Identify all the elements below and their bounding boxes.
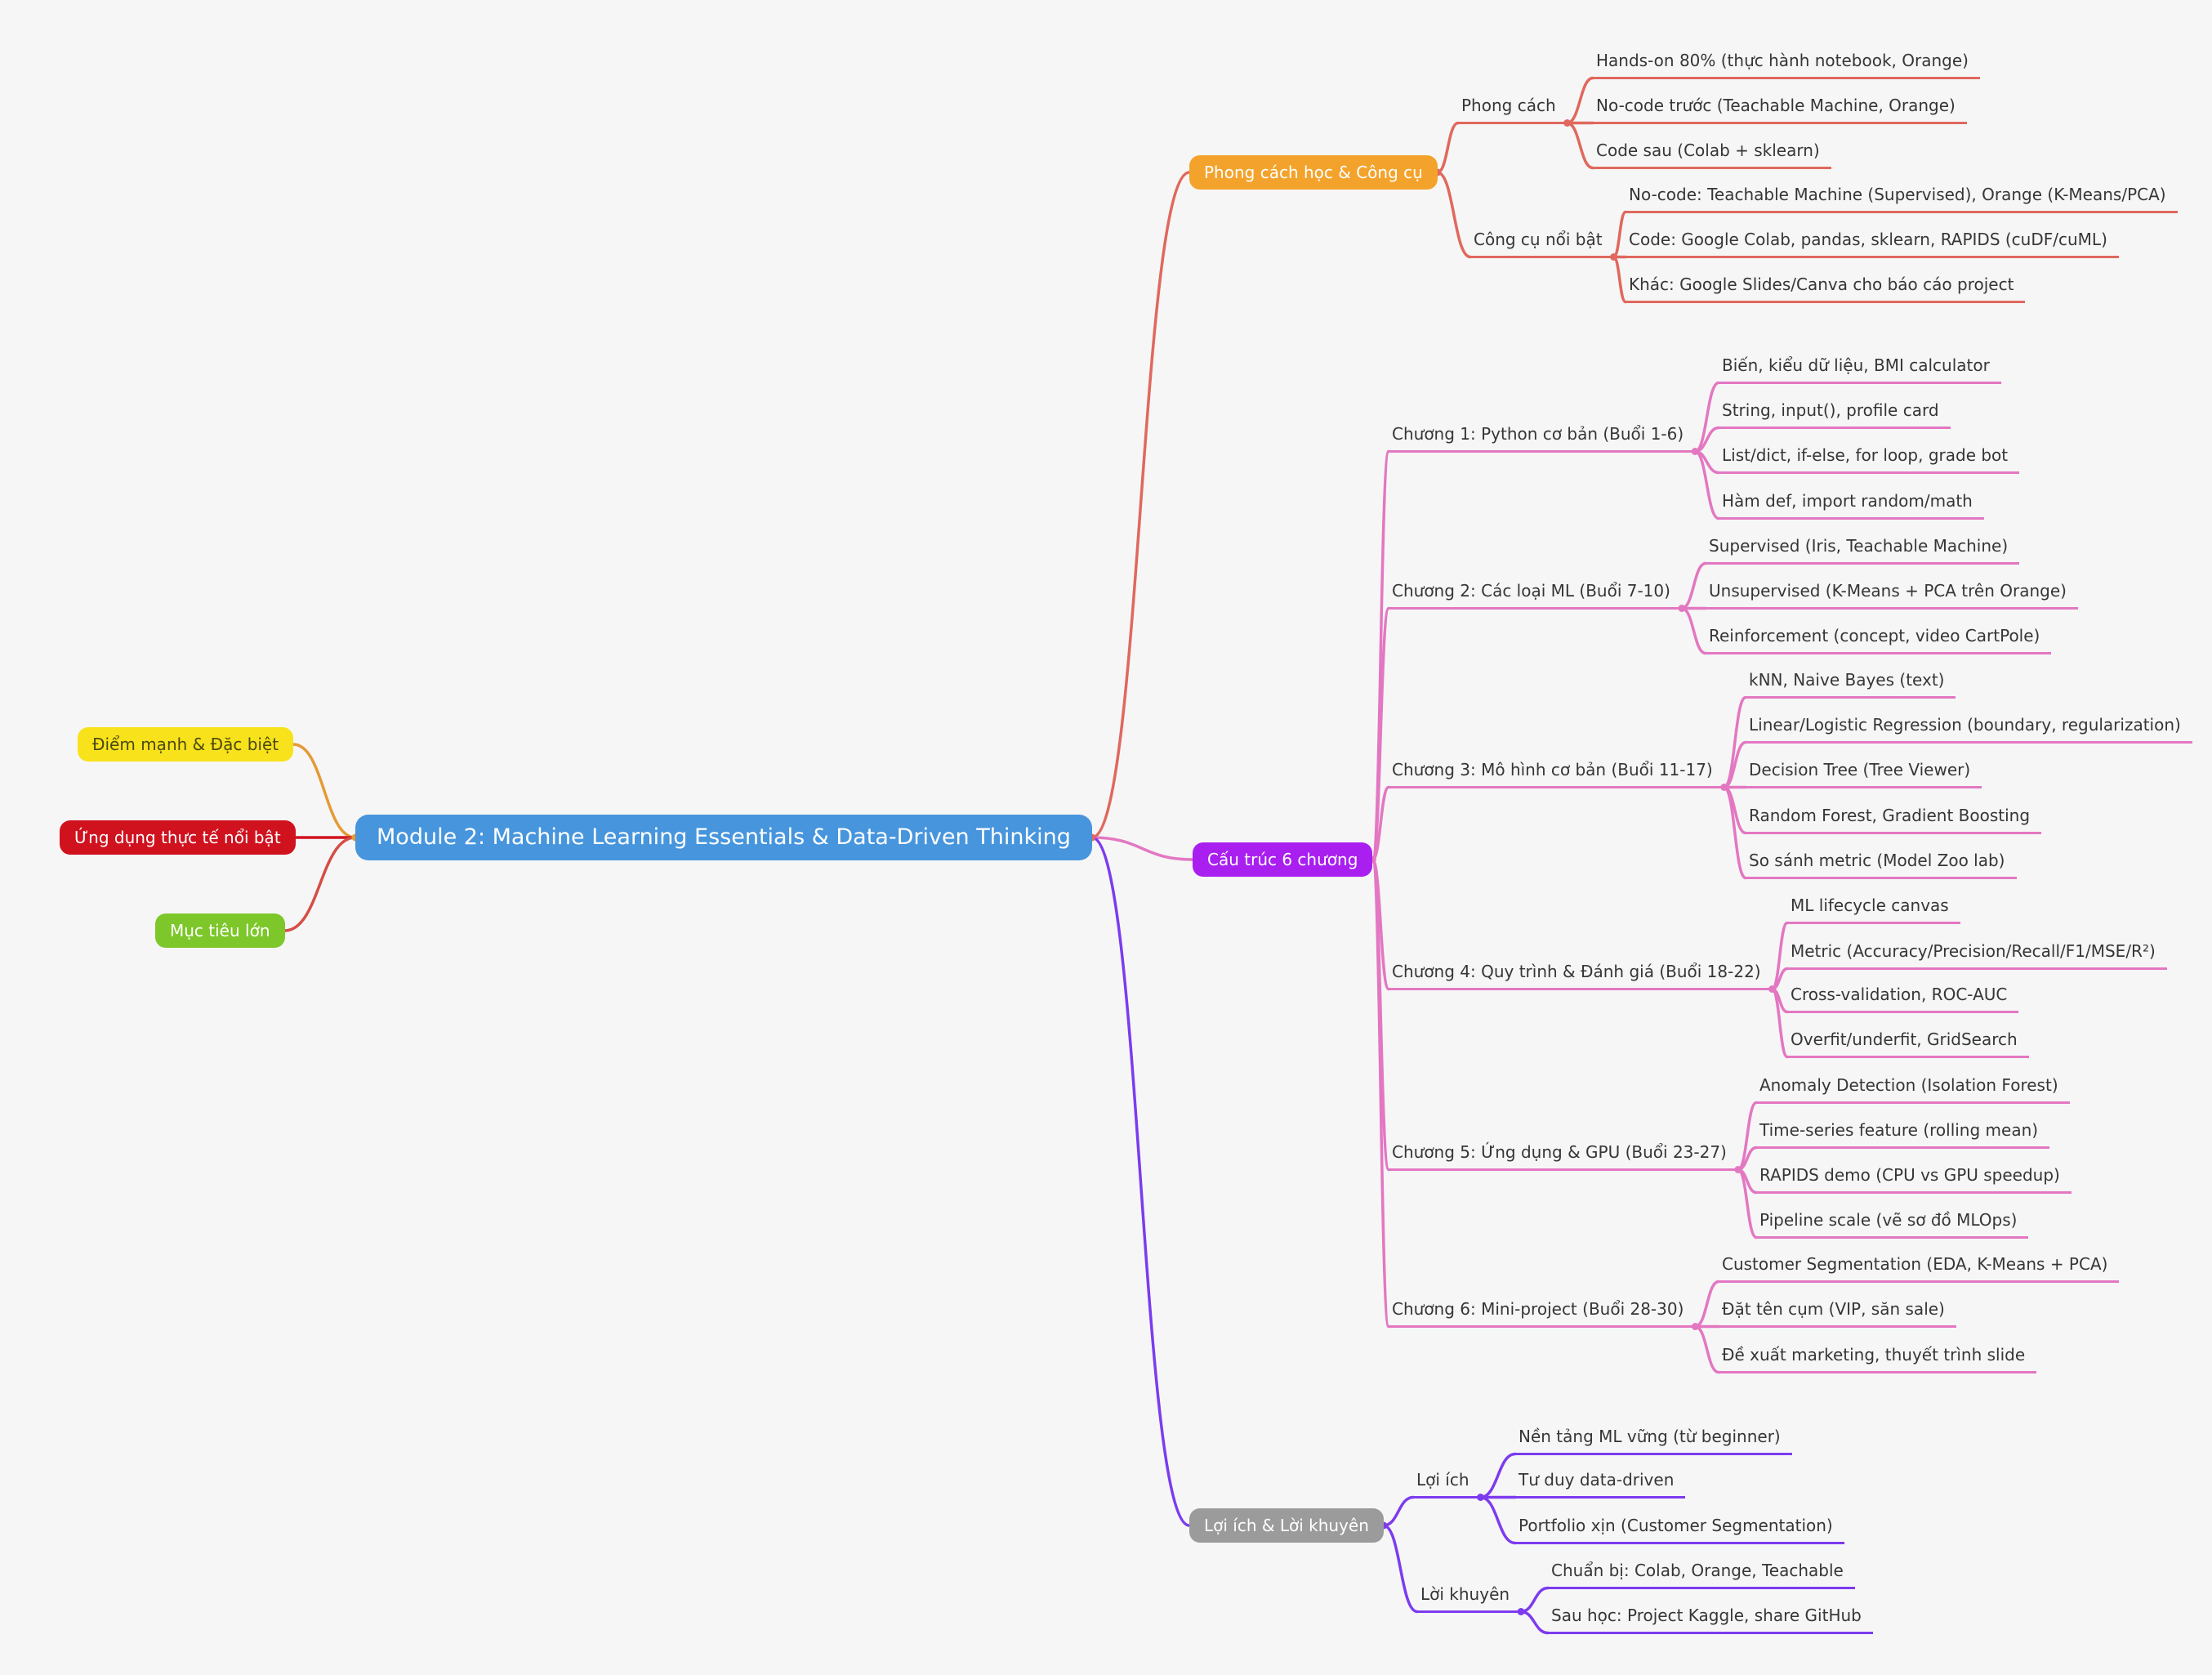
leaf-node[interactable]: Cross-validation, ROC-AUC — [1787, 984, 2019, 1013]
leaf-node[interactable]: Overfit/underfit, GridSearch — [1787, 1029, 2029, 1058]
node-chuong-3[interactable]: Chương 3: Mô hình cơ bản (Buổi 11-17) — [1389, 759, 1724, 788]
node-phong-cach[interactable]: Phong cách — [1458, 95, 1568, 124]
leaf-node[interactable]: RAPIDS demo (CPU vs GPU speedup) — [1756, 1164, 2072, 1194]
leaf-node[interactable]: Biến, kiểu dữ liệu, BMI calculator — [1719, 355, 2001, 384]
leaf-node[interactable]: Unsupervised (K-Means + PCA trên Orange) — [1706, 580, 2078, 610]
node-chuong-4[interactable]: Chương 4: Quy trình & Đánh giá (Buổi 18-… — [1389, 961, 1773, 990]
leaf-node[interactable]: Linear/Logistic Regression (boundary, re… — [1746, 714, 2192, 744]
leaf-node[interactable]: Nền tảng ML vững (từ beginner) — [1515, 1426, 1792, 1455]
leaf-node[interactable]: List/dict, if-else, for loop, grade bot — [1719, 444, 2020, 474]
leaf-node[interactable]: Hands-on 80% (thực hành notebook, Orange… — [1593, 50, 1980, 79]
leaf-node[interactable]: No-code: Teachable Machine (Supervised),… — [1626, 184, 2178, 213]
leaf-node[interactable]: Đề xuất marketing, thuyết trình slide — [1719, 1344, 2037, 1374]
node-chuong-6[interactable]: Chương 6: Mini-project (Buổi 28-30) — [1389, 1298, 1696, 1328]
node-chuong-1[interactable]: Chương 1: Python cơ bản (Buổi 1-6) — [1389, 423, 1696, 453]
leaf-node[interactable]: kNN, Naive Bayes (text) — [1746, 669, 1956, 699]
leaf-node[interactable]: Portfolio xịn (Customer Segmentation) — [1515, 1515, 1844, 1544]
leaf-node[interactable]: ML lifecycle canvas — [1787, 895, 1960, 924]
branch-muc-tieu-lon[interactable]: Mục tiêu lớn — [155, 913, 285, 948]
node-loi-ich[interactable]: Lợi ích — [1413, 1469, 1481, 1499]
branch-cau-truc-6-chuong[interactable]: Cấu trúc 6 chương — [1193, 842, 1373, 877]
leaf-node[interactable]: Khác: Google Slides/Canva cho báo cáo pr… — [1626, 274, 2026, 303]
leaf-node[interactable]: Time-series feature (rolling mean) — [1756, 1119, 2050, 1149]
node-chuong-2[interactable]: Chương 2: Các loại ML (Buổi 7-10) — [1389, 580, 1682, 610]
leaf-node[interactable]: Code sau (Colab + sklearn) — [1593, 140, 1831, 169]
leaf-node[interactable]: Supervised (Iris, Teachable Machine) — [1706, 535, 2020, 565]
leaf-node[interactable]: Customer Segmentation (EDA, K-Means + PC… — [1719, 1253, 2120, 1283]
leaf-node[interactable]: Random Forest, Gradient Boosting — [1746, 805, 2042, 834]
branch-phong-cach-hoc-cong-cu[interactable]: Phong cách học & Công cụ — [1189, 155, 1438, 190]
branch-ung-dung-thuc-te[interactable]: Ứng dụng thực tế nổi bật — [60, 820, 296, 855]
leaf-node[interactable]: Hàm def, import random/math — [1719, 490, 1984, 520]
node-loi-khuyen[interactable]: Lời khuyên — [1417, 1583, 1522, 1613]
leaf-node[interactable]: Sau học: Project Kaggle, share GitHub — [1548, 1605, 1873, 1634]
leaf-node[interactable]: Anomaly Detection (Isolation Forest) — [1756, 1074, 2070, 1104]
leaf-node[interactable]: Chuẩn bị: Colab, Orange, Teachable — [1548, 1560, 1855, 1589]
leaf-node[interactable]: Reinforcement (concept, video CartPole) — [1706, 625, 2052, 654]
branch-loi-ich-loi-khuyen[interactable]: Lợi ích & Lời khuyên — [1189, 1508, 1384, 1543]
leaf-node[interactable]: Đặt tên cụm (VIP, săn sale) — [1719, 1298, 1956, 1328]
leaf-node[interactable]: Metric (Accuracy/Precision/Recall/F1/MSE… — [1787, 940, 2167, 970]
leaf-node[interactable]: No-code trước (Teachable Machine, Orange… — [1593, 95, 1967, 124]
branch-diem-manh-dac-biet[interactable]: Điểm mạnh & Đặc biệt — [78, 727, 294, 762]
root-node[interactable]: Module 2: Machine Learning Essentials & … — [355, 815, 1092, 860]
node-cong-cu-noi-bat[interactable]: Công cụ nổi bật — [1470, 229, 1614, 258]
leaf-node[interactable]: So sánh metric (Model Zoo lab) — [1746, 850, 2017, 879]
leaf-node[interactable]: Decision Tree (Tree Viewer) — [1746, 759, 1982, 788]
node-chuong-5[interactable]: Chương 5: Ứng dụng & GPU (Buổi 23-27) — [1389, 1141, 1738, 1171]
leaf-node[interactable]: Code: Google Colab, pandas, sklearn, RAP… — [1626, 229, 2119, 258]
leaf-node[interactable]: Tư duy data-driven — [1515, 1469, 1686, 1499]
leaf-node[interactable]: String, input(), profile card — [1719, 400, 1951, 429]
leaf-node[interactable]: Pipeline scale (vẽ sơ đồ MLOps) — [1756, 1209, 2029, 1239]
